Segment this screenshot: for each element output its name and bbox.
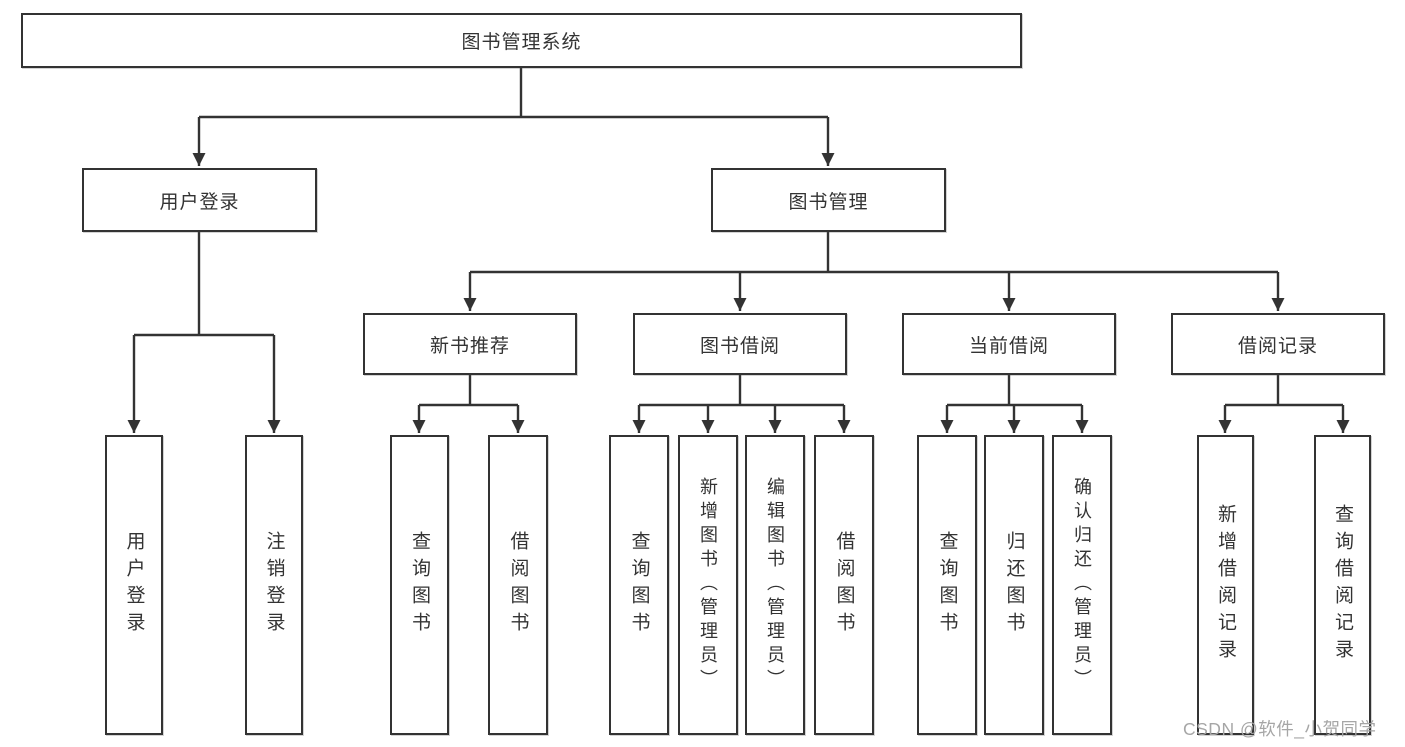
- leaf-bb-query-book-label: 查询图书: [628, 531, 650, 639]
- leaf-bb-query-book: 查询图书: [609, 435, 669, 735]
- leaf-cb-return-book-label: 归还图书: [1003, 531, 1025, 639]
- leaf-logout-label: 注销登录: [263, 531, 285, 639]
- leaf-user-login: 用户登录: [105, 435, 163, 735]
- leaf-bb-add-book-admin: 新增图书（管理员）: [678, 435, 738, 735]
- leaf-cb-query-book: 查询图书: [917, 435, 977, 735]
- node-borrowing-records-label: 借阅记录: [1237, 335, 1318, 357]
- node-root-system-label: 图书管理系统: [461, 32, 582, 53]
- node-borrowing-records: 借阅记录: [1171, 313, 1385, 375]
- node-book-management: 图书管理: [711, 168, 946, 232]
- leaf-user-login-label: 用户登录: [123, 531, 145, 639]
- node-user-login: 用户登录: [82, 168, 317, 232]
- leaf-nbr-borrow-book: 借阅图书: [488, 435, 548, 735]
- leaf-cb-confirm-return-admin-label: 确认归还（管理员）: [1072, 477, 1092, 693]
- leaf-cb-query-book-label: 查询图书: [936, 531, 958, 639]
- leaf-bb-edit-book-admin: 编辑图书（管理员）: [745, 435, 805, 735]
- node-book-management-label: 图书管理: [788, 191, 869, 213]
- leaf-nbr-query-book-label: 查询图书: [409, 531, 430, 639]
- leaf-nbr-query-book: 查询图书: [390, 435, 449, 735]
- leaf-br-query-record: 查询借阅记录: [1314, 435, 1371, 735]
- leaf-cb-confirm-return-admin: 确认归还（管理员）: [1052, 435, 1112, 735]
- csdn-watermark: CSDN @软件_小贺同学: [1183, 719, 1377, 739]
- node-current-borrowing-label: 当前借阅: [968, 335, 1049, 357]
- leaf-bb-borrow-book: 借阅图书: [814, 435, 874, 735]
- leaf-cb-return-book: 归还图书: [984, 435, 1044, 735]
- leaf-br-add-record-label: 新增借阅记录: [1215, 504, 1236, 666]
- leaf-br-query-record-label: 查询借阅记录: [1332, 504, 1353, 666]
- node-current-borrowing: 当前借阅: [902, 313, 1116, 375]
- node-new-book-recommendation: 新书推荐: [363, 313, 577, 375]
- leaf-logout: 注销登录: [245, 435, 303, 735]
- leaf-br-add-record: 新增借阅记录: [1197, 435, 1254, 735]
- node-book-borrowing-label: 图书借阅: [699, 335, 780, 357]
- leaf-nbr-borrow-book-label: 借阅图书: [507, 531, 529, 639]
- node-root-system: 图书管理系统: [21, 13, 1022, 68]
- node-user-login-label: 用户登录: [159, 191, 240, 213]
- node-new-book-recommendation-label: 新书推荐: [429, 335, 510, 357]
- node-book-borrowing: 图书借阅: [633, 313, 847, 375]
- leaf-bb-add-book-admin-label: 新增图书（管理员）: [698, 477, 718, 693]
- leaf-bb-borrow-book-label: 借阅图书: [833, 531, 855, 639]
- leaf-bb-edit-book-admin-label: 编辑图书（管理员）: [765, 477, 785, 693]
